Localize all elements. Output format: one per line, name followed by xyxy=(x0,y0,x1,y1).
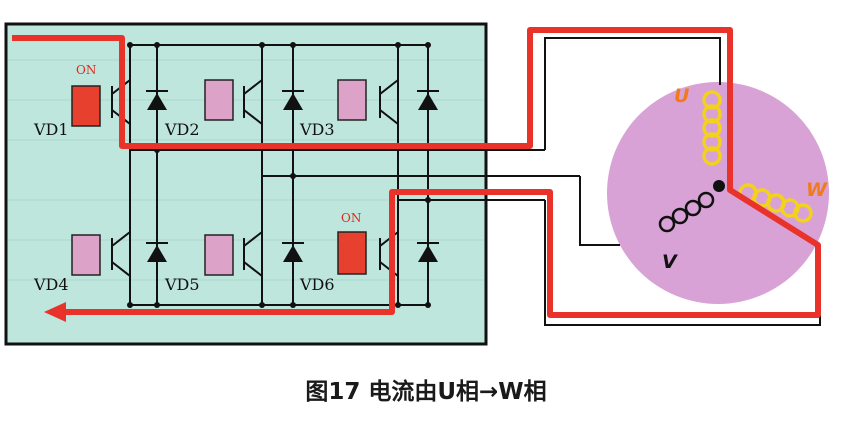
switch-label-vd1: VD1 xyxy=(33,120,69,139)
switch-block-vd5 xyxy=(204,234,234,276)
switch-block-vd3 xyxy=(337,79,367,121)
on-indicator-vd6: ON xyxy=(341,211,361,225)
phase-label-w: W xyxy=(806,179,828,201)
motor-body xyxy=(607,82,829,304)
freewheel-diodes xyxy=(146,90,439,262)
switch-block-vd1 xyxy=(71,85,101,127)
switch-label-vd6: VD6 xyxy=(299,275,335,294)
star-point xyxy=(713,180,725,192)
switch-label-vd2: VD2 xyxy=(164,120,200,139)
current-flow-path xyxy=(12,27,821,318)
on-indicator-vd1: ON xyxy=(76,63,96,77)
switch-label-vd4: VD4 xyxy=(33,275,69,294)
inverter-panel xyxy=(4,22,488,346)
phase-label-v: V xyxy=(662,251,678,273)
current-arrow-head xyxy=(44,302,66,322)
bus-wiring xyxy=(129,44,580,306)
switch-label-vd5: VD5 xyxy=(164,275,200,294)
switch-label-vd3: VD3 xyxy=(299,120,335,139)
switch-block-vd2 xyxy=(204,79,234,121)
phase-label-u: U xyxy=(674,85,690,107)
transistor-symbols xyxy=(111,79,399,277)
switch-block-vd6 xyxy=(337,231,367,275)
figure-caption: 图17 电流由U相→W相 xyxy=(305,379,547,405)
coil-v xyxy=(658,191,715,233)
coil-u xyxy=(702,90,722,166)
switch-block-vd4 xyxy=(71,234,101,276)
switch-blocks xyxy=(71,79,367,276)
